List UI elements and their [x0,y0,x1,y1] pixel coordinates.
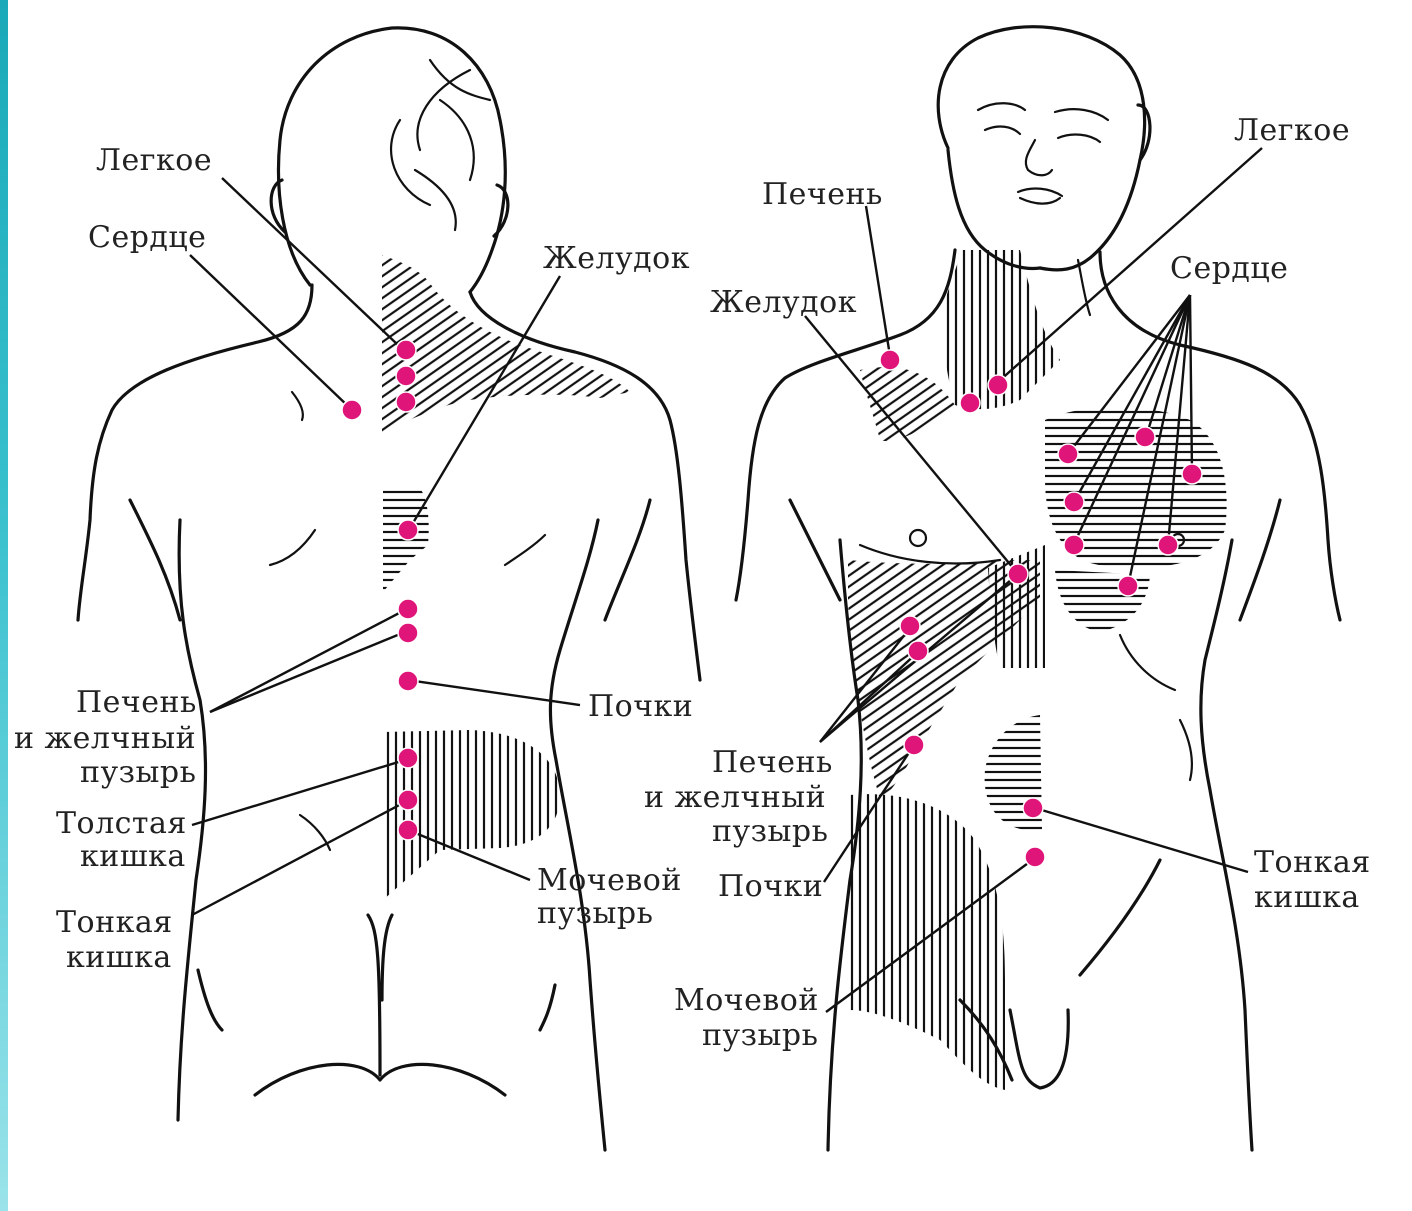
back-point-stomach [398,520,418,540]
front-point-bladder [1025,847,1045,867]
front-label-liver-gb-3: пузырь [712,814,828,849]
back-label-bladder-2: пузырь [537,896,653,931]
front-point-liver [880,350,900,370]
back-point-lung-2 [396,366,416,386]
back-label-small-int-2: кишка [66,940,172,975]
front-label-bladder-1: Мочевой [674,983,819,1018]
front-left-arm-inner [790,500,840,600]
back-label-kidneys: Почки [588,689,693,724]
front-eye-left [985,127,1020,134]
back-zone-neck-shoulder [382,255,630,432]
front-point-stomach [1008,564,1028,584]
back-neck-shoulder-line [78,285,312,620]
back-label-small-int-1: Тонкая [56,905,173,940]
front-point-lung-2 [960,393,980,413]
front-point-small-int [1023,798,1043,818]
front-hip-right [1080,860,1160,975]
front-label-kidneys: Почки [718,869,823,904]
front-label-small-int-2: кишка [1254,880,1360,915]
back-scapula-left [270,530,315,565]
back-hip-left [198,970,222,1030]
back-point-heart [342,400,362,420]
front-point-heart-2 [1135,427,1155,447]
back-label-liver-1: Печень [76,685,197,720]
back-right-side [550,520,605,1150]
back-label-liver-3: пузырь [80,755,196,790]
back-right-arm-inner [605,500,650,620]
front-zone-shoulder [860,367,955,441]
back-point-small-int [398,790,418,810]
front-point-heart-7 [1118,576,1138,596]
front-point-heart-3 [1182,464,1202,484]
back-point-bladder [398,820,418,840]
front-label-small-int-1: Тонкая [1254,845,1371,880]
front-zone-lower [850,794,1005,1090]
back-point-kidneys [398,671,418,691]
front-point-heart-4 [1064,492,1084,512]
back-point-lung-3 [396,392,416,412]
front-brow-left [978,103,1025,110]
front-eye-right [1058,135,1100,142]
back-scapula-right [505,535,545,565]
back-label-lung: Легкое [96,143,212,178]
back-point-liver-2 [398,623,418,643]
back-point-colon [398,748,418,768]
back-label-stomach: Желудок [543,241,690,276]
front-label-stomach: Желудок [710,285,857,320]
front-label-liver: Печень [762,177,883,212]
front-mouth [1018,189,1062,204]
front-brow-right [1055,109,1108,120]
back-hair-bun [391,60,490,230]
front-chest-line [860,545,1000,564]
back-point-liver-1 [398,599,418,619]
front-label-bladder-2: пузырь [702,1018,818,1053]
front-point-heart-6 [1158,535,1178,555]
back-label-heart: Сердце [88,220,206,255]
back-spine-base [368,915,392,1075]
back-view-figure [78,28,700,1150]
back-left-arm-inner [130,500,180,620]
front-label-lung: Легкое [1234,113,1350,148]
front-label-liver-gb-1: Печень [712,745,833,780]
back-shoulder-mark-left [292,392,303,420]
front-nose [1026,140,1052,175]
back-label-liver-2: и желчный [14,721,196,756]
front-point-liver-gb-2 [908,641,928,661]
back-label-colon-1: Толстая [56,806,187,841]
front-abs-line [1120,635,1175,690]
front-right-arm-inner [1240,500,1280,620]
front-abs-mark [1180,720,1192,780]
back-label-bladder-1: Мочевой [537,863,682,898]
back-hip-right [540,985,555,1030]
front-right-side [1201,540,1252,1150]
front-point-kidneys [904,735,924,755]
front-point-heart-5 [1064,535,1084,555]
front-point-heart-1 [1058,444,1078,464]
back-point-lung-1 [396,340,416,360]
front-label-heart: Сердце [1170,251,1288,286]
front-point-liver-gb-1 [900,616,920,636]
back-view-labels: Легкое Сердце Желудок Печень и желчный п… [14,143,693,975]
front-nipple-left [910,530,926,546]
front-label-liver-gb-2: и желчный [644,780,826,815]
front-point-lung-1 [988,375,1008,395]
back-label-colon-2: кишка [80,839,186,874]
front-groin [1010,1010,1068,1088]
